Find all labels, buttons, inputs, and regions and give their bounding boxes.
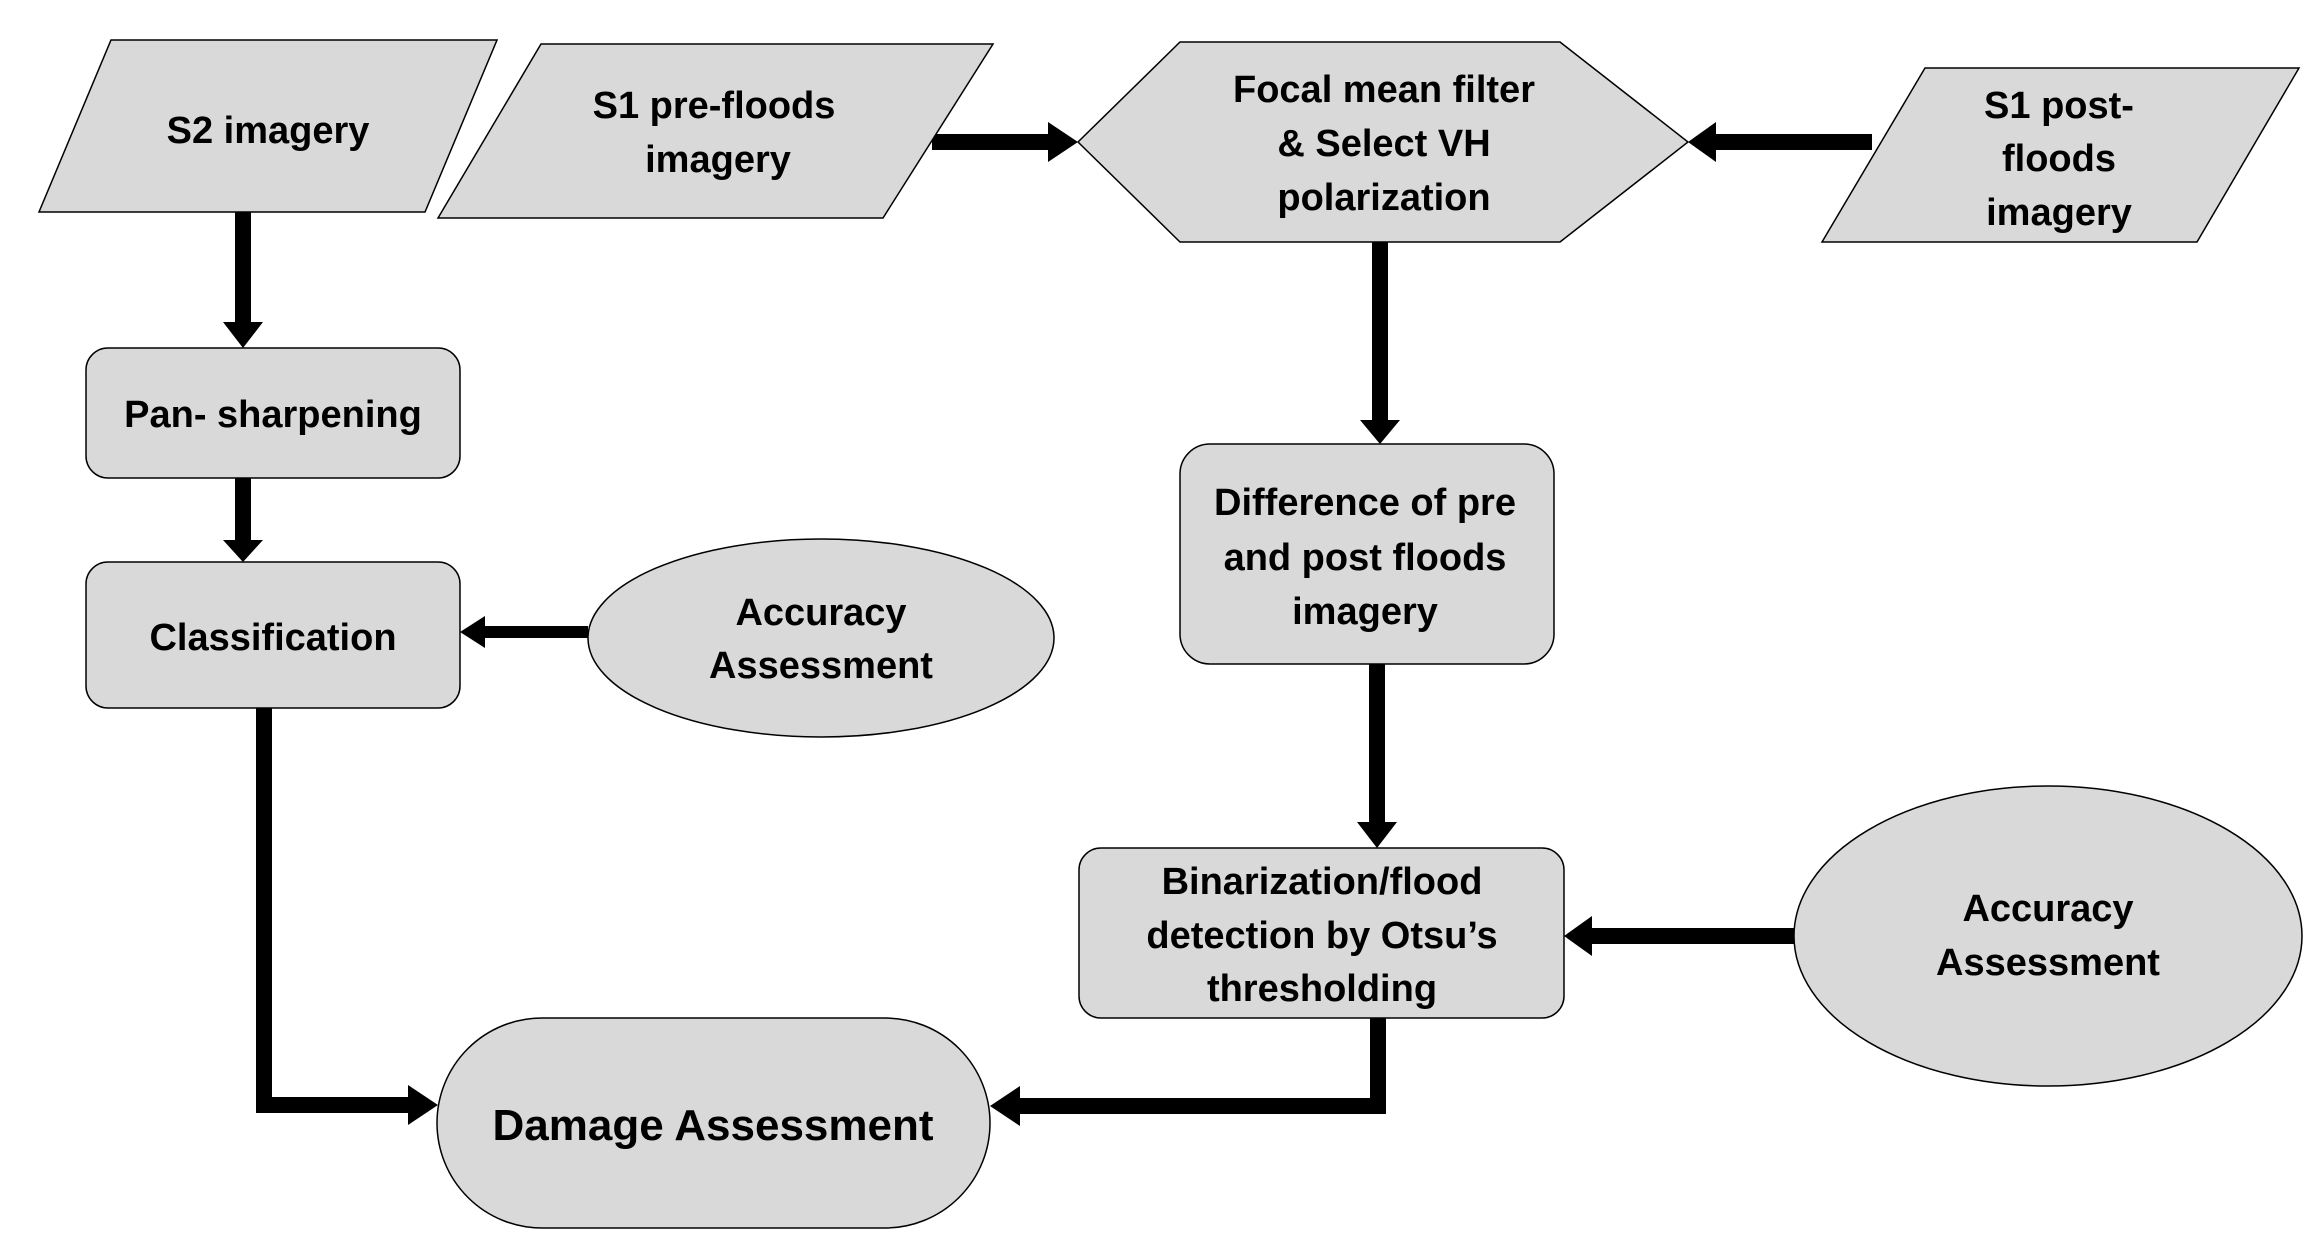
arrow-s1pre-to-focal (932, 122, 1078, 162)
node-focal-mean-filter-line-3: polarization (1277, 177, 1490, 219)
node-s1-post-floods-line-2: floods (2002, 138, 2116, 180)
node-accuracy-assessment-2: Accuracy Assessment (1793, 785, 2303, 1087)
node-pan-sharpening-line-1: Pan- sharpening (124, 394, 422, 436)
node-classification-line-1: Classification (149, 617, 396, 659)
arrow-focal-to-difference (1360, 242, 1400, 444)
node-focal-mean-filter-line-1: Focal mean filter (1233, 69, 1535, 111)
node-binarization-otsu-line-2: detection by Otsu’s (1146, 915, 1497, 957)
connectors (223, 122, 1872, 1126)
node-s2-imagery: S2 imagery (37, 39, 499, 213)
node-s1-post-floods-line-3: imagery (1986, 192, 2132, 234)
arrow-difference-to-binarization (1357, 664, 1397, 848)
node-difference-pre-post-line-1: Difference of pre (1214, 482, 1516, 524)
node-s1-pre-floods-line-2: imagery (645, 139, 791, 181)
node-binarization-otsu-line-3: thresholding (1207, 968, 1437, 1010)
node-s1-pre-floods-line-1: S1 pre-floods (593, 85, 836, 127)
arrow-binarization-to-damage (990, 1018, 1386, 1126)
node-difference-pre-post-line-3: imagery (1292, 591, 1438, 633)
node-s1-post-floods-line-1: S1 post- (1984, 85, 2134, 127)
node-accuracy-assessment-2-line-1: Accuracy (1962, 888, 2133, 930)
node-accuracy-assessment-1: Accuracy Assessment (587, 538, 1055, 738)
node-s2-imagery-line-1: S2 imagery (167, 110, 370, 152)
node-focal-mean-filter: Focal mean filter & Select VH polarizati… (1076, 41, 1690, 243)
node-binarization-otsu: Binarization/flood detection by Otsu’s t… (1078, 847, 1565, 1019)
node-pan-sharpening: Pan- sharpening (85, 347, 461, 479)
node-classification: Classification (85, 561, 461, 709)
arrow-accuracy2-to-binarization (1564, 916, 1794, 956)
arrow-classification-to-damage (256, 708, 438, 1125)
arrow-accuracy1-to-classification (460, 616, 588, 648)
node-damage-assessment-line-1: Damage Assessment (492, 1101, 933, 1150)
node-difference-pre-post: Difference of pre and post floods imager… (1179, 443, 1555, 665)
node-difference-pre-post-line-2: and post floods (1224, 537, 1507, 579)
node-s1-post-floods: S1 post- floods imagery (1820, 67, 2301, 243)
node-accuracy-assessment-1-line-1: Accuracy (735, 592, 906, 634)
node-focal-mean-filter-line-2: & Select VH (1277, 123, 1490, 165)
arrow-pan-to-classification (223, 478, 263, 562)
node-binarization-otsu-line-1: Binarization/flood (1162, 861, 1483, 903)
arrow-s2-to-pan (223, 212, 263, 348)
node-accuracy-assessment-2-line-2: Assessment (1936, 942, 2160, 984)
node-damage-assessment: Damage Assessment (436, 1017, 991, 1229)
arrow-s1post-to-focal (1688, 122, 1872, 162)
node-s1-pre-floods: S1 pre-floods imagery (436, 43, 995, 219)
node-accuracy-assessment-1-line-2: Assessment (709, 645, 933, 687)
